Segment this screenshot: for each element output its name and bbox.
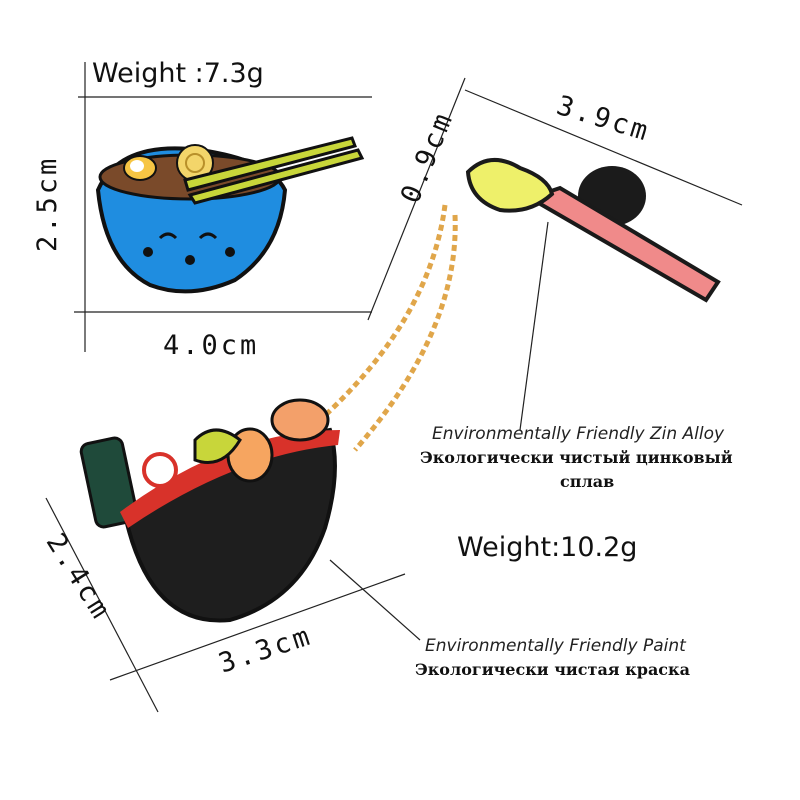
small-pin-weight: Weight :7.3g xyxy=(92,58,264,89)
large-ramen-bowl-pin xyxy=(79,398,340,623)
small-pin-width: 4.0cm xyxy=(163,330,260,361)
small-pin-height: 2.5cm xyxy=(32,155,63,252)
pin-chain xyxy=(318,204,458,452)
chopstick-pin xyxy=(465,158,721,303)
paint-feature-en: Environmentally Friendly Paint xyxy=(425,636,686,656)
large-pin-weight: Weight:10.2g xyxy=(457,532,638,563)
alloy-feature-ru-line1: Экологически чистый цинковый xyxy=(420,448,733,467)
alloy-feature-ru-line2: сплав xyxy=(560,472,615,491)
alloy-feature-en: Environmentally Friendly Zin Alloy xyxy=(432,424,725,444)
dimension-lines-large xyxy=(45,77,743,713)
paint-feature-ru: Экологически чистая краска xyxy=(415,660,690,679)
dimension-lines-small xyxy=(74,62,372,352)
small-ramen-bowl-pin xyxy=(95,136,365,294)
